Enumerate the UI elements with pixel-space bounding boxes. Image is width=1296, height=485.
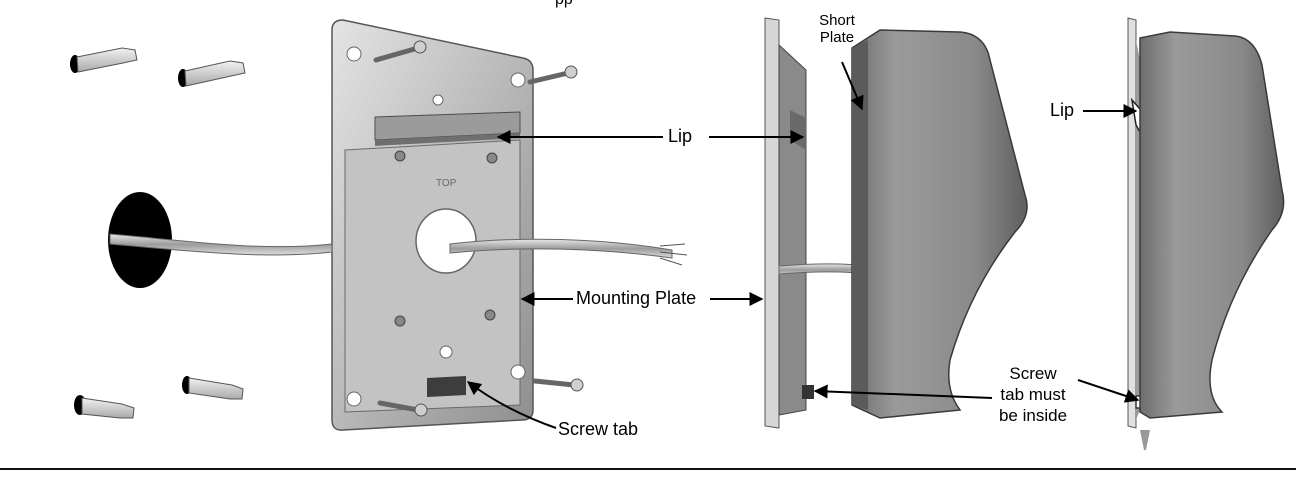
cropped-top-label: pp xyxy=(555,0,573,9)
wall-anchor-top-right xyxy=(178,60,246,87)
cable-right xyxy=(449,238,673,259)
screw-bottom xyxy=(377,400,428,417)
short-plate-label: Short Plate xyxy=(812,12,862,46)
short-plate-label-line1: Short xyxy=(819,12,855,29)
screw-top xyxy=(373,40,427,63)
arrow-screw-tab xyxy=(466,381,557,429)
cable-left xyxy=(109,233,333,256)
wall-anchor-bottom-right xyxy=(182,376,244,400)
arrow-screw-tab-inside-left xyxy=(813,384,993,399)
wall-anchor-top-left xyxy=(70,47,138,73)
lip-label-right: Lip xyxy=(1050,100,1075,120)
screw-tab-inside-label: Screw tab must be inside xyxy=(988,363,1078,426)
screw-tab-label: Screw tab xyxy=(558,419,639,439)
screw-tab-inside-line2: tab must xyxy=(1000,385,1066,404)
arrow-short-plate xyxy=(841,61,864,111)
assembled-housing-side xyxy=(1139,31,1285,419)
mounting-plate-label: Mounting Plate xyxy=(576,288,697,308)
screw-top-right xyxy=(527,65,578,85)
screw-tab-inside-line1: Screw xyxy=(1009,364,1057,383)
screw-bottom-right xyxy=(532,378,584,392)
screw-tab-inside-line3: be inside xyxy=(998,406,1068,425)
wall-anchor-bottom-left xyxy=(74,395,135,419)
arrow-screw-tab-inside-right xyxy=(1077,379,1140,403)
lip-label-center: Lip xyxy=(668,126,693,146)
mounting-plate-front: TOP xyxy=(331,19,534,431)
bottom-divider xyxy=(0,468,1296,470)
housing-side xyxy=(851,29,1028,419)
plate-top-embossing: TOP xyxy=(436,178,457,189)
short-plate-label-line2: Plate xyxy=(819,29,855,46)
